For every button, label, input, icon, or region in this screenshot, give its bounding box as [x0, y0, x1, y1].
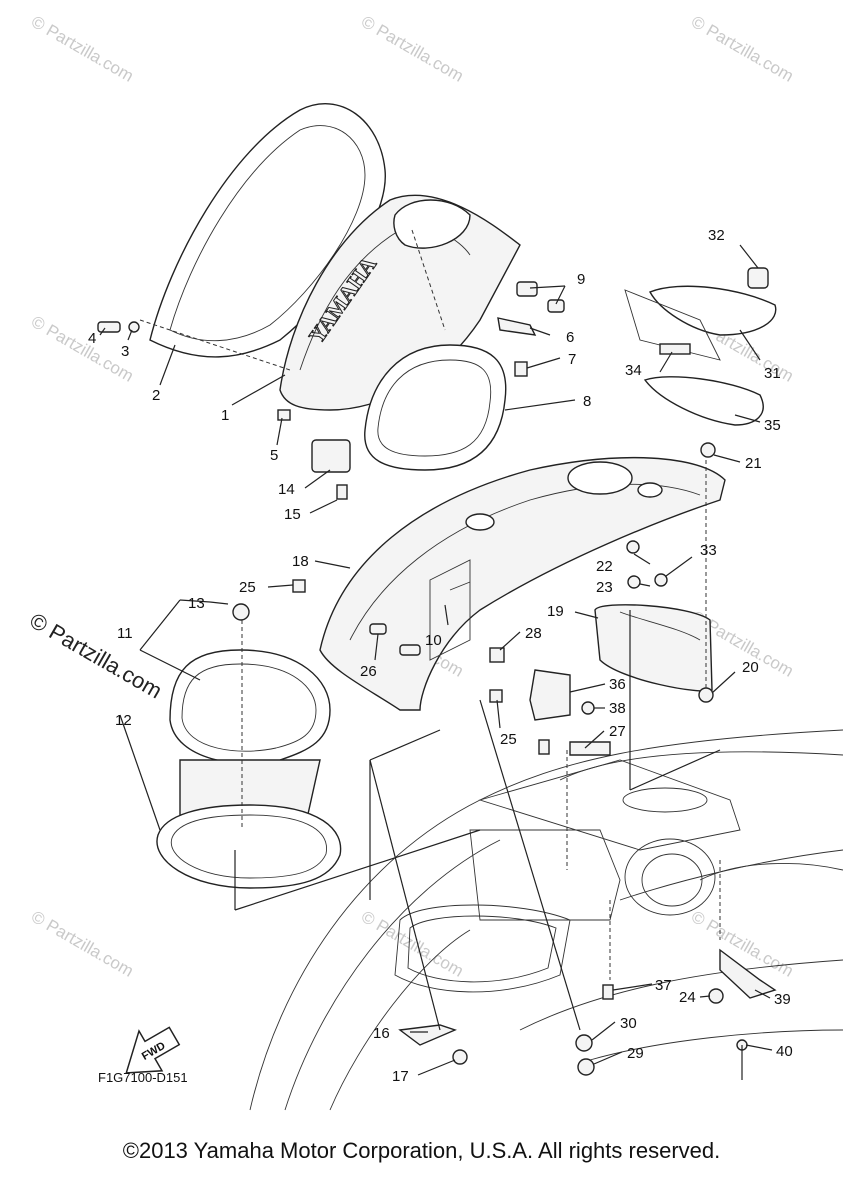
callout-label: 8: [583, 393, 591, 410]
callout-label: 7: [568, 351, 576, 368]
callout-label: 28: [525, 625, 542, 642]
callout-label: 11: [117, 625, 133, 642]
callout-label: 19: [547, 603, 564, 620]
callout-label: 18: [292, 553, 309, 570]
watermark: © Partzilla.com: [28, 12, 137, 86]
callout-label: 16: [373, 1025, 390, 1042]
watermark-large: © Partzilla.com: [26, 608, 167, 704]
lid-part-31: [624, 285, 777, 361]
callout-label: 36: [609, 676, 626, 693]
callouts: 1 2 3 4 5 6 7 8 9 10 11 12 13 14 15 16 1…: [88, 227, 793, 1085]
hood-part-1: YAMAHA: [279, 194, 521, 411]
callout-label: 26: [360, 663, 377, 680]
callout-label: 4: [88, 330, 96, 347]
callout-label: 25: [239, 579, 256, 596]
callout-label: 35: [764, 417, 781, 434]
copyright-notice: ©2013 Yamaha Motor Corporation, U.S.A. A…: [122, 1138, 721, 1163]
watermark: © Partzilla.com: [358, 12, 467, 86]
callout-label: 30: [620, 1015, 637, 1032]
callout-label: 2: [152, 387, 160, 404]
drawing-code: F1G7100-D151: [98, 1070, 188, 1085]
callout-label: 22: [596, 558, 613, 575]
callout-label: 24: [679, 989, 696, 1006]
callout-label: 21: [745, 455, 762, 472]
callout-label: 25: [500, 731, 517, 748]
hardware: [97, 267, 777, 1080]
callout-label: 5: [270, 447, 278, 464]
callout-label: 13: [188, 595, 205, 612]
callout-label: 37: [655, 977, 672, 994]
callout-label: 34: [625, 362, 642, 379]
callout-label: 31: [764, 365, 781, 382]
callout-label: 9: [577, 271, 585, 288]
callout-label: 6: [566, 329, 574, 346]
callout-label: 33: [700, 542, 717, 559]
callout-label: 39: [774, 991, 791, 1008]
callout-label: 40: [776, 1043, 793, 1060]
callout-label: 29: [627, 1045, 644, 1062]
deck-part-18: [319, 456, 726, 711]
callout-label: 12: [115, 712, 132, 729]
gasket-part-8: [364, 344, 507, 471]
callout-label: 38: [609, 700, 626, 717]
watermark: © Partzilla.com: [688, 12, 797, 86]
callout-label: 32: [708, 227, 725, 244]
gasket-part-12: [156, 804, 342, 889]
callout-label: 27: [609, 723, 626, 740]
callout-label: 1: [221, 407, 229, 424]
callout-label: 23: [596, 579, 613, 596]
watermark: © Partzilla.com: [28, 907, 137, 981]
pad-part-35: [643, 376, 764, 426]
hull-body: [249, 729, 843, 1111]
callout-label: 20: [742, 659, 759, 676]
leader-lines: [99, 244, 773, 1076]
callout-label: 17: [392, 1068, 409, 1085]
box-part-19: [594, 604, 713, 692]
alignment-lines: [139, 229, 721, 1031]
callout-label: 3: [121, 343, 129, 360]
callout-label: 10: [425, 632, 442, 649]
callout-label: 14: [278, 481, 295, 498]
callout-label: 15: [284, 506, 301, 523]
